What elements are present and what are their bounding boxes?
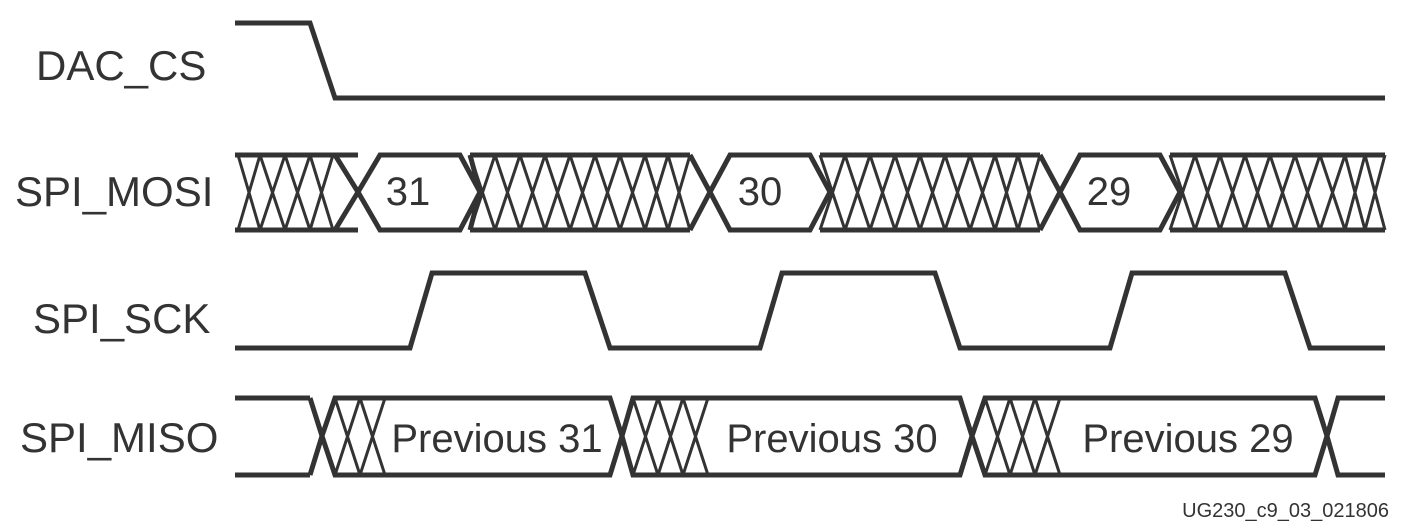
miso-bit-previous-30: Previous 30: [726, 417, 937, 461]
miso-bit-previous-31: Previous 31: [391, 417, 602, 461]
dac-cs-waveform: [235, 20, 1385, 101]
miso-dont-care-3: [983, 397, 1062, 476]
miso-dont-care-2: [631, 397, 710, 476]
signal-label-dac-cs: DAC_CS: [36, 42, 206, 89]
miso-dont-care-1: [333, 397, 387, 476]
spi-sck-waveform: [235, 270, 1385, 351]
spi-mosi-waveform: 31 30 29: [235, 152, 1387, 233]
figure-id: UG230_c9_03_021806: [1182, 500, 1389, 522]
mosi-dont-care-2: [468, 154, 692, 231]
signal-label-spi-mosi: SPI_MOSI: [15, 168, 213, 215]
mosi-dont-care-1: [236, 154, 335, 231]
mosi-bit-31: 31: [386, 170, 431, 214]
signal-label-spi-miso: SPI_MISO: [20, 414, 218, 461]
mosi-dont-care-3: [818, 154, 1042, 231]
mosi-bit-30: 30: [738, 170, 783, 214]
spi-miso-waveform: Previous 31 Previous 30 Previous 29: [235, 395, 1385, 478]
mosi-bit-29: 29: [1087, 170, 1132, 214]
miso-bit-previous-29: Previous 29: [1082, 417, 1293, 461]
mosi-dont-care-4: [1168, 154, 1387, 231]
signal-label-spi-sck: SPI_SCK: [33, 295, 210, 342]
